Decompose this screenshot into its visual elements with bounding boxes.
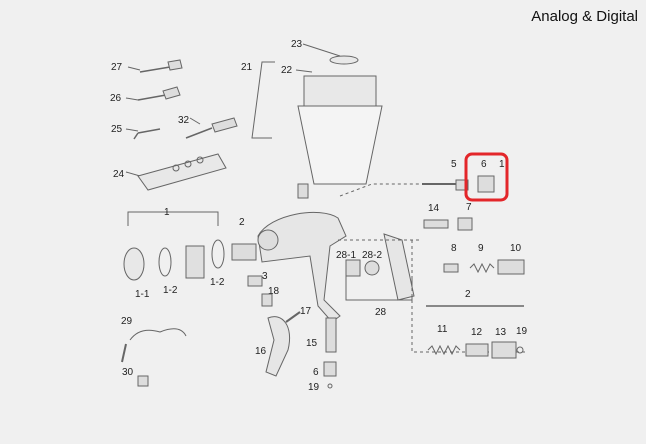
part-6-lower	[323, 361, 337, 377]
label-6: 6	[481, 159, 487, 170]
part-19-lower	[327, 383, 333, 389]
label-1-2b: 1-2	[210, 277, 225, 288]
leader-24	[125, 171, 141, 177]
assembly-line-right	[411, 240, 528, 353]
air-cap-ring	[123, 247, 145, 281]
label-2: 2	[239, 217, 245, 228]
label-22: 22	[281, 65, 293, 76]
valve-15	[325, 317, 337, 353]
leader-25	[125, 128, 139, 132]
o-ring-1-2	[211, 239, 225, 269]
label-1: 1	[164, 207, 170, 218]
handle-plate-28	[383, 233, 415, 301]
seal-1-2	[158, 247, 172, 277]
part-7	[457, 217, 473, 231]
brush-27-handle	[139, 66, 171, 73]
diagram-title: Analog & Digital	[531, 8, 638, 25]
part-6	[477, 175, 495, 193]
label-5: 5	[451, 159, 457, 170]
leader-27	[127, 66, 141, 71]
label-29: 29	[121, 316, 133, 327]
label-9: 9	[478, 243, 484, 254]
pin-17	[285, 311, 301, 323]
label-18: 18	[268, 286, 280, 297]
wrench-hole-2	[184, 160, 192, 168]
gun-head	[257, 229, 279, 251]
leader-26	[125, 97, 139, 101]
hook-29-handle	[121, 343, 127, 363]
part-5-body	[455, 179, 469, 191]
label-11: 11	[437, 324, 448, 335]
label-1-2: 1-2	[163, 285, 178, 296]
label-12: 12	[471, 327, 483, 338]
label-13: 13	[495, 327, 507, 338]
label-1-right: 1	[499, 159, 505, 170]
wrench-hole-3	[196, 156, 204, 164]
part-30	[137, 375, 149, 387]
label-27: 27	[111, 62, 123, 73]
label-16: 16	[255, 346, 267, 357]
part-12	[465, 343, 489, 357]
label-19-lower: 19	[308, 382, 320, 393]
label-24: 24	[113, 169, 125, 180]
cup-neck	[297, 183, 309, 199]
key-25	[133, 128, 161, 140]
hook-29	[129, 328, 187, 341]
label-8: 8	[451, 243, 457, 254]
part-14	[423, 219, 449, 229]
label-1-1: 1-1	[135, 289, 150, 300]
label-28-1: 28-1	[336, 250, 356, 261]
label-21: 21	[241, 62, 253, 73]
label-15: 15	[306, 338, 318, 349]
label-28: 28	[375, 307, 387, 318]
bracket-1	[127, 211, 219, 226]
label-19: 19	[516, 326, 528, 337]
wrench-hole-1	[172, 164, 180, 172]
leader-23	[302, 43, 341, 57]
gun-body	[257, 211, 347, 323]
label-3: 3	[262, 271, 268, 282]
part-18	[261, 293, 273, 307]
label-7: 7	[466, 202, 472, 213]
part-3	[247, 275, 263, 287]
cup-vent-cap	[329, 55, 359, 65]
leader-32	[189, 117, 201, 125]
label-17: 17	[300, 306, 312, 317]
assembly-line-top	[339, 183, 420, 197]
air-cap-1-2	[185, 245, 205, 279]
part-8	[443, 263, 459, 273]
part-19	[516, 346, 524, 354]
brush-26-handle	[137, 94, 167, 101]
brush-26-head	[162, 86, 181, 100]
label-30: 30	[122, 367, 134, 378]
spring-9	[469, 262, 495, 274]
brush-27-head	[167, 59, 183, 71]
trigger-16	[265, 316, 290, 377]
cup-body	[297, 105, 383, 185]
highlight-box	[464, 152, 509, 202]
part-28-2	[364, 260, 380, 276]
label-6-lower: 6	[313, 367, 319, 378]
label-28-2: 28-2	[362, 250, 382, 261]
leader-22	[295, 69, 313, 73]
fluid-nozzle-2	[231, 243, 257, 261]
bracket-21	[251, 61, 275, 139]
screwdriver-shaft	[185, 127, 213, 139]
label-23: 23	[291, 39, 303, 50]
part-10	[497, 259, 525, 275]
label-10: 10	[510, 243, 522, 254]
cup-lid	[303, 75, 377, 107]
label-2-right: 2	[465, 289, 471, 300]
label-26: 26	[110, 93, 122, 104]
spring-11	[427, 344, 461, 356]
part-28-1	[345, 259, 361, 277]
part-13	[491, 341, 517, 359]
label-25: 25	[111, 124, 123, 135]
wrench-24	[137, 153, 227, 191]
screwdriver-handle	[211, 117, 238, 133]
label-32: 32	[178, 115, 190, 126]
label-14: 14	[428, 203, 440, 214]
